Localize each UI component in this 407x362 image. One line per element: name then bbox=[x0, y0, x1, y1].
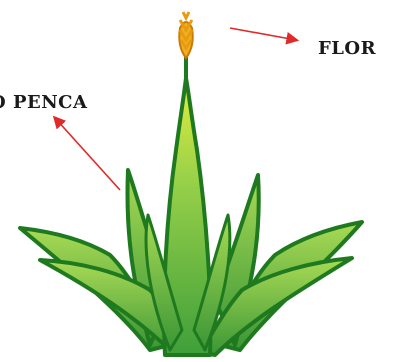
flor-arrow bbox=[230, 28, 296, 40]
penca-label: O PENCA bbox=[0, 92, 87, 113]
penca-arrow bbox=[55, 118, 120, 190]
flower-spike bbox=[179, 12, 193, 80]
flor-label: FLOR bbox=[318, 38, 376, 59]
